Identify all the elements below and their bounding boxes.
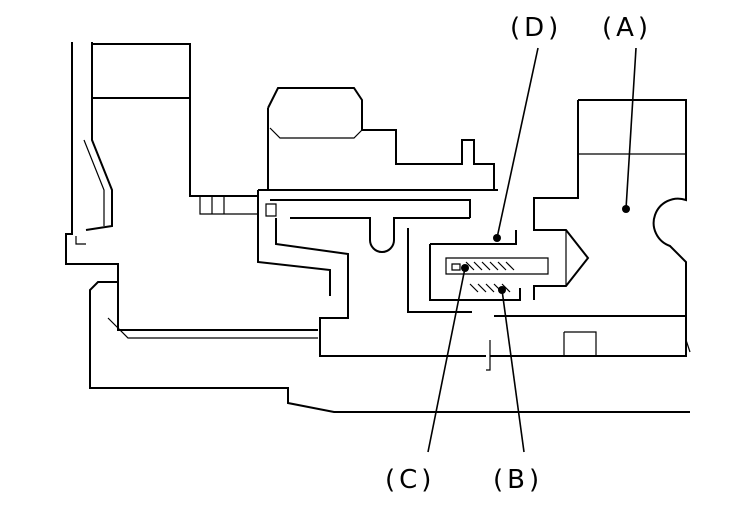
- upper-block: [199, 87, 498, 357]
- spring-chamber: [407, 228, 549, 313]
- left-housing: [65, 42, 690, 413]
- leader-lines: [427, 47, 637, 453]
- callout-a: (A): [602, 13, 652, 43]
- pointer-dot-d: [493, 234, 501, 242]
- pointer-dot-a: [622, 205, 630, 213]
- callout-d: (D): [510, 13, 562, 43]
- right-housing: [486, 99, 691, 371]
- callout-b: (B): [493, 465, 543, 495]
- leader-a: [625, 47, 637, 210]
- leader-c: [427, 267, 466, 453]
- pointer-dot-b: [498, 286, 506, 294]
- leader-d: [496, 47, 539, 239]
- pointer-dot-c: [461, 264, 469, 272]
- callout-c: (C): [385, 465, 435, 495]
- leader-b: [501, 289, 525, 453]
